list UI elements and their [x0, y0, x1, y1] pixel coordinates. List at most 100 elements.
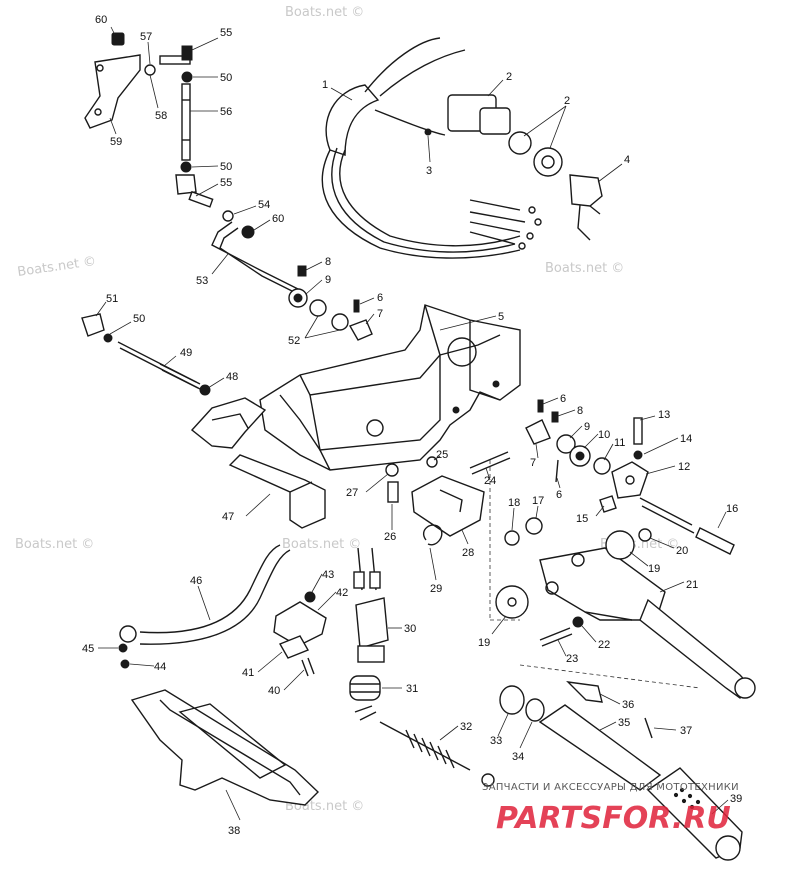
- oring-33: [499, 685, 525, 715]
- throttle-rod: [81, 313, 211, 396]
- oring-34: [525, 698, 545, 722]
- callout: 16: [726, 503, 738, 515]
- housing-hole: [366, 419, 384, 437]
- callout: 13: [658, 409, 670, 421]
- switch-nut: [508, 131, 532, 155]
- harness-clip-1: [325, 84, 380, 156]
- leader-line: [245, 493, 271, 517]
- nut-44: [120, 659, 130, 669]
- screw-3: [424, 128, 432, 136]
- callout: 2: [506, 71, 512, 83]
- bracket-59: [84, 54, 141, 129]
- watermark: Boats.net ©: [16, 254, 97, 280]
- pin-37: [644, 717, 653, 739]
- washer-19b: [495, 585, 529, 619]
- callout: 21: [686, 579, 698, 591]
- washer-27: [385, 463, 399, 477]
- pin-8b: [551, 411, 559, 423]
- washer-hole: [507, 597, 517, 607]
- shift-rod-53: [211, 221, 301, 291]
- leader-line: [109, 117, 117, 135]
- collar-9b: [556, 434, 576, 454]
- switch-barrel: [479, 107, 511, 135]
- linkage-assembly: [84, 32, 303, 297]
- washer-54: [222, 210, 234, 222]
- washer-11: [593, 457, 611, 475]
- leader-line: [330, 87, 353, 101]
- leader-line: [359, 297, 375, 305]
- terminal: [526, 232, 534, 240]
- switch-30: [355, 597, 389, 649]
- boot-31: [349, 675, 381, 701]
- leader-line: [233, 205, 257, 215]
- arm-hole: [571, 553, 585, 567]
- pin-8: [297, 265, 307, 277]
- leader-line: [535, 505, 539, 519]
- pin-6c: [555, 459, 559, 483]
- leader-line: [433, 455, 441, 461]
- leader-line: [649, 537, 675, 549]
- plate-edge: [289, 481, 313, 493]
- cover-edge: [159, 699, 301, 796]
- pin-6b: [537, 399, 544, 413]
- callout: 26: [384, 531, 396, 543]
- bracket-hole: [94, 108, 102, 116]
- switch-body: [357, 645, 385, 663]
- bracket-hole: [96, 64, 104, 72]
- leader-line: [639, 415, 656, 421]
- switch-bezel: [533, 147, 563, 177]
- callout: 55: [220, 177, 232, 189]
- insert-36: [566, 681, 603, 703]
- leader-line: [659, 581, 685, 593]
- leader-line: [629, 551, 649, 567]
- callout: 59: [110, 136, 122, 148]
- leader-line: [581, 625, 597, 643]
- tiller-arm: [495, 517, 756, 699]
- callout: 33: [490, 735, 502, 747]
- callout: 8: [577, 405, 583, 417]
- callout: 55: [220, 27, 232, 39]
- leader-line: [497, 713, 509, 737]
- strap-eye: [119, 625, 137, 643]
- grip-dot: [695, 799, 701, 805]
- nut-50b: [180, 161, 192, 173]
- lever-socket-edge: [211, 413, 249, 429]
- leader-line: [487, 79, 504, 97]
- leader-line: [711, 799, 729, 815]
- key-blade: [577, 204, 601, 241]
- callout: 35: [618, 717, 630, 729]
- leader-line: [595, 505, 605, 517]
- terminal: [528, 206, 536, 214]
- callout: 22: [598, 639, 610, 651]
- callout: 53: [196, 275, 208, 287]
- leader-line: [549, 105, 567, 149]
- sleeve-35: [538, 704, 662, 791]
- callout: 6: [560, 393, 566, 405]
- housing-opening: [447, 337, 477, 367]
- nut-48: [199, 384, 211, 396]
- callout: 12: [678, 461, 690, 473]
- cam-7b: [525, 419, 551, 445]
- bolt-24: [469, 451, 511, 475]
- guide-line: [519, 664, 701, 689]
- ball-joint-55b: [175, 174, 197, 195]
- nut-50c: [103, 333, 113, 343]
- lower-middle-parts: [349, 451, 511, 701]
- washer-58: [144, 64, 156, 76]
- callout: 5: [498, 311, 504, 323]
- callout: 9: [584, 421, 590, 433]
- callout: 52: [288, 335, 300, 347]
- bezel-hole: [541, 155, 555, 169]
- leader-line: [599, 693, 621, 705]
- bushing-17: [525, 517, 543, 535]
- bushing-52b: [331, 313, 349, 331]
- leader-line: [365, 473, 389, 493]
- leader-line: [535, 443, 539, 459]
- grip-dot: [673, 792, 679, 798]
- grip-dot: [681, 798, 687, 804]
- housing-edge: [469, 320, 501, 401]
- leader-line: [599, 721, 617, 731]
- leader-line: [365, 313, 375, 325]
- pin-16: [639, 497, 695, 534]
